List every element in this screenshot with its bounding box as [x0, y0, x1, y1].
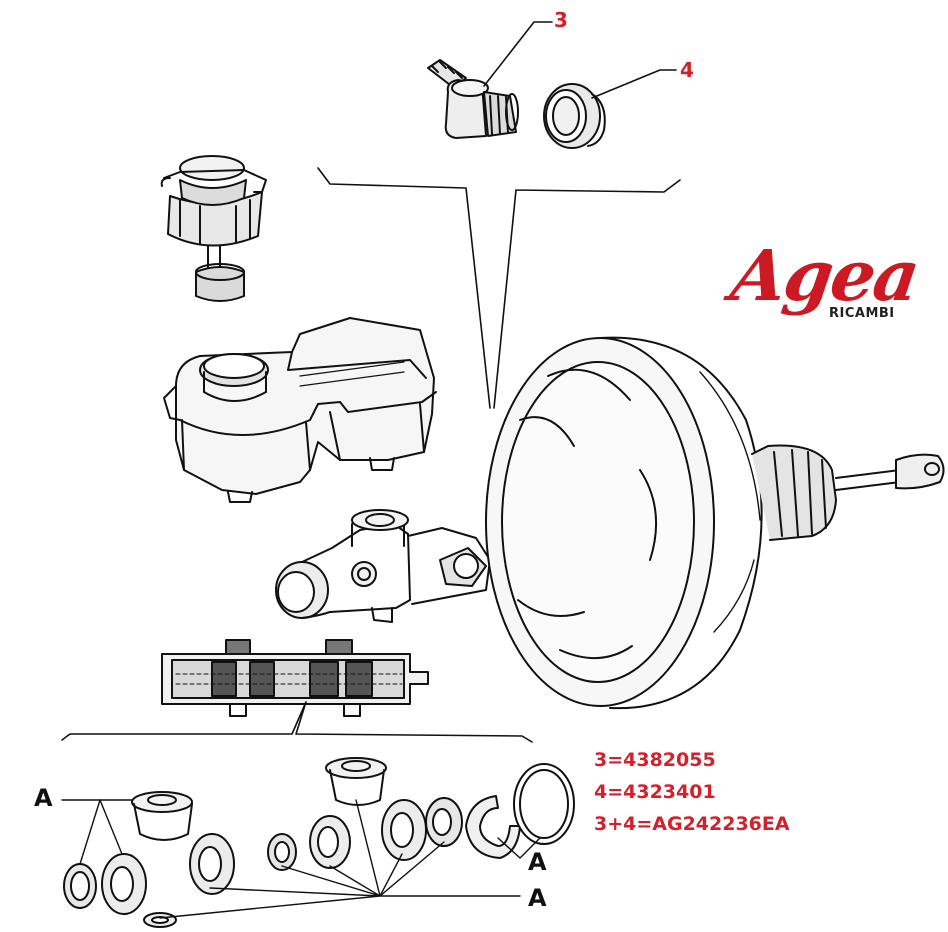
agea-logo: Agea: [726, 234, 924, 317]
seal-ring-1: [63, 863, 97, 909]
seal-cup-top: [325, 757, 387, 806]
seal-ring-2: [101, 853, 147, 915]
callout-a-right-lower: A: [528, 884, 547, 912]
brake-fluid-reservoir: [163, 317, 437, 503]
seal-ring-6: [381, 799, 427, 861]
legend-line-2: 4=4323401: [594, 781, 716, 803]
callout-a-right-upper: A: [528, 848, 547, 876]
bracket-upper: [317, 167, 681, 409]
legend-line-3: 3+4=AG242236EA: [594, 813, 790, 835]
seal-ring-5: [309, 815, 351, 869]
seal-ring-4: [267, 833, 297, 871]
leaders-a: [61, 799, 541, 919]
part-3-hose-fitting: [427, 59, 519, 139]
leader-4: [591, 69, 677, 99]
legend-line-1: 3=4382055: [594, 749, 716, 771]
callout-part-3: 3: [554, 8, 568, 32]
seal-kit: [63, 757, 575, 928]
callout-a-left: A: [34, 784, 53, 812]
circlip: [465, 795, 521, 859]
reservoir-cap: [160, 155, 267, 302]
seal-ring-3: [189, 833, 235, 895]
seal-cup-left: [131, 791, 193, 841]
o-ring-large: [513, 763, 575, 845]
part-number-legend: 3=4382055 4=4323401 3+4=AG242236EA: [594, 744, 790, 840]
cylinder-cross-section: [161, 639, 429, 717]
callout-part-4: 4: [680, 58, 694, 82]
bracket-lower: [61, 701, 533, 743]
seal-ring-7: [425, 797, 463, 847]
leader-3: [483, 21, 553, 87]
seal-washer: [143, 912, 177, 928]
brake-booster: [485, 336, 945, 710]
agea-logo-subtitle: RICAMBI: [829, 306, 895, 321]
part-4-grommet: [543, 83, 606, 149]
